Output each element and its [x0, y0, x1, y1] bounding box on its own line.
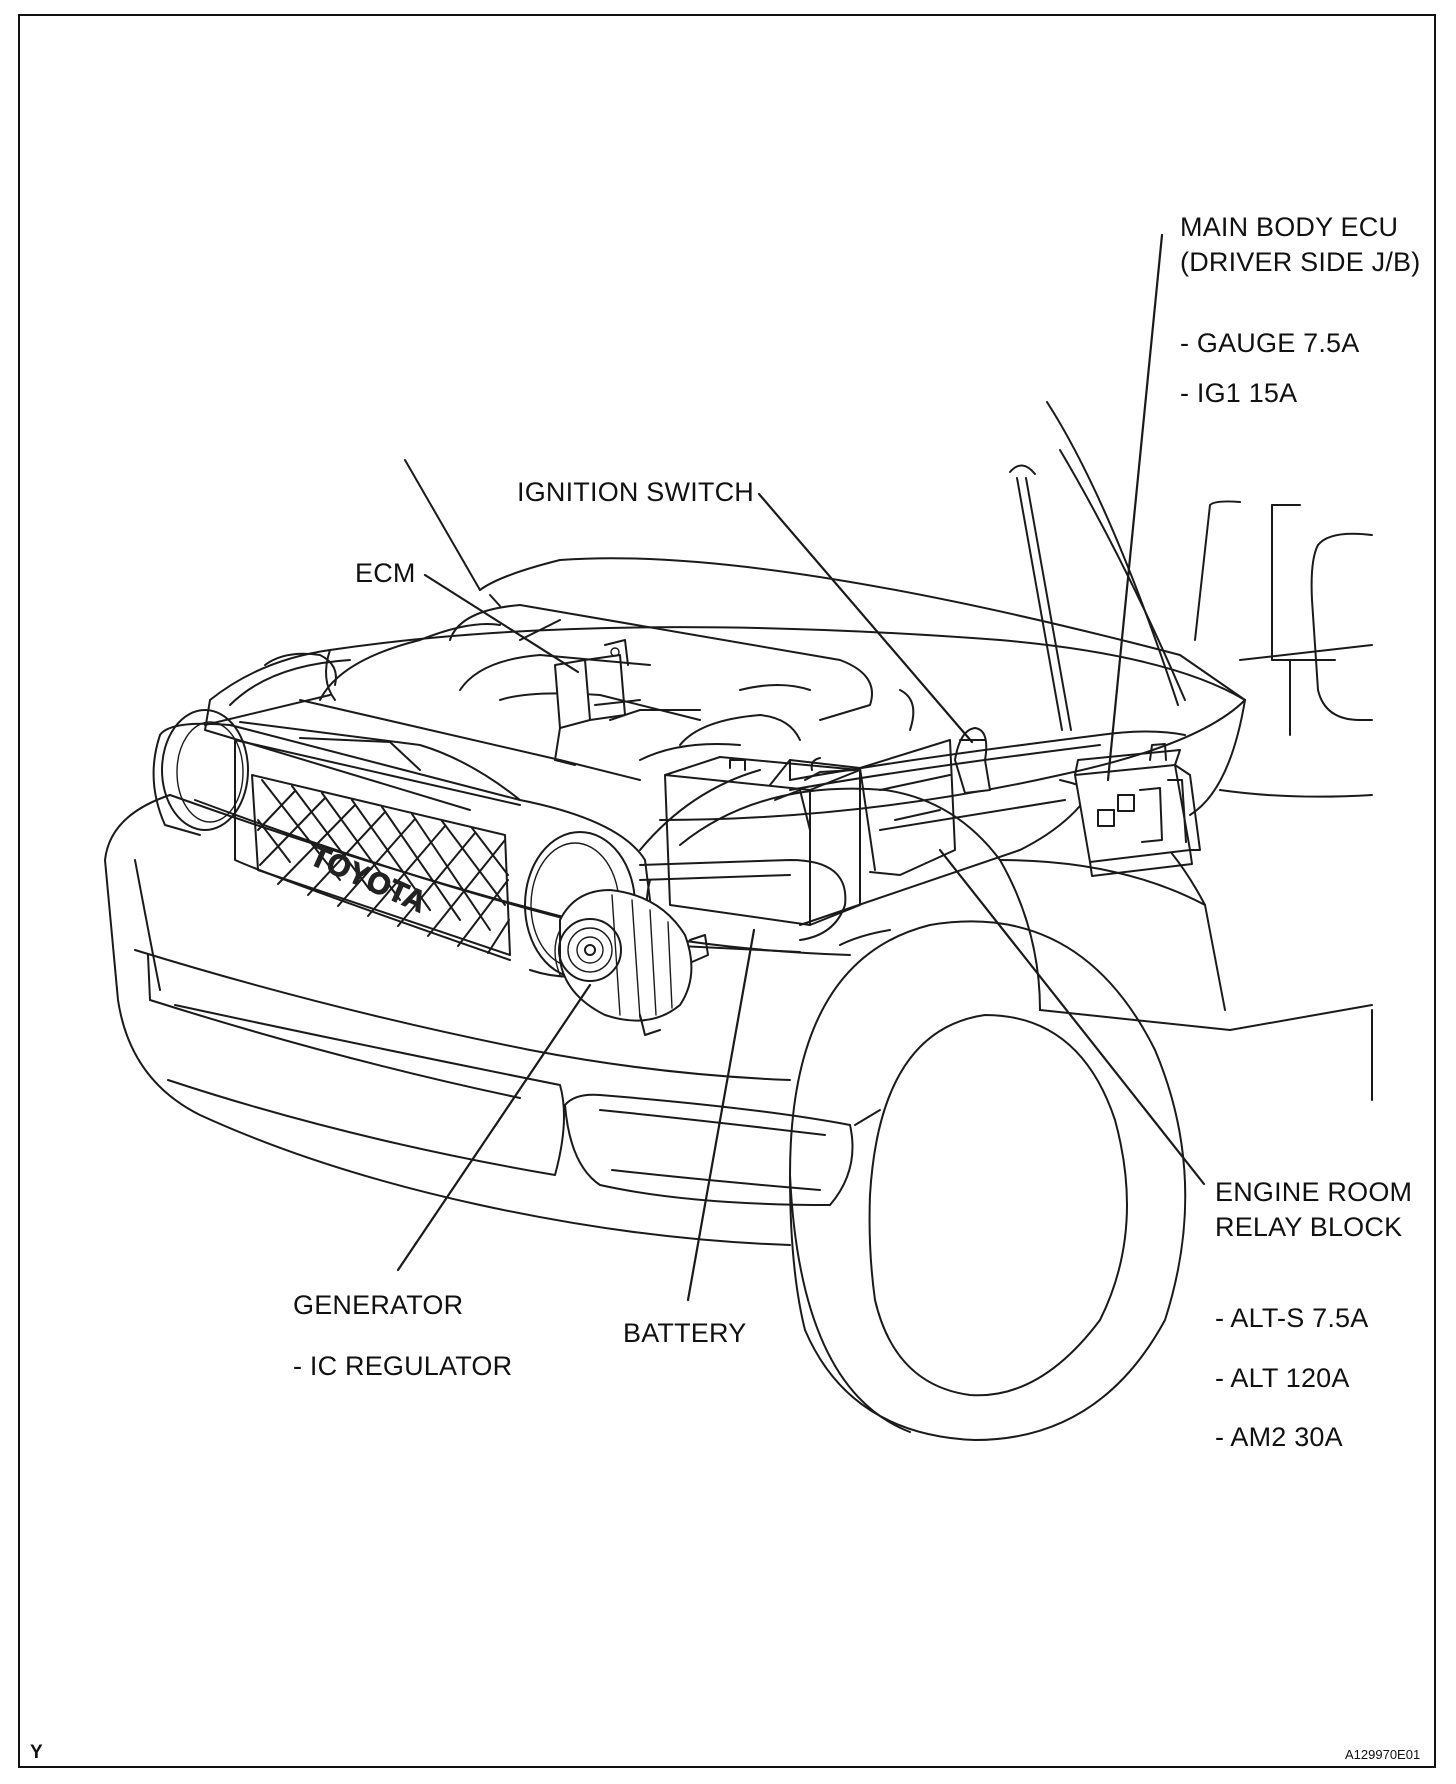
- engine-bay: [264, 604, 915, 766]
- leader-battery: [686, 928, 756, 1302]
- label-gauge-fuse: - GAUGE 7.5A: [1180, 328, 1360, 358]
- hood-outline: [404, 401, 1246, 731]
- leader-engine-room-relay-block: [938, 848, 1206, 1186]
- leader-lines: [396, 233, 1206, 1302]
- label-driver-side-jb: (DRIVER SIDE J/B): [1180, 247, 1421, 277]
- leader-ignition-switch: [757, 492, 974, 744]
- generator: [554, 889, 709, 1036]
- front-wheel: [789, 920, 1187, 1441]
- leader-generator: [396, 983, 592, 1272]
- battery-and-relay-block: [664, 727, 991, 926]
- label-ignition-switch: IGNITION SWITCH: [517, 477, 754, 507]
- corner-mark: Y: [30, 1742, 43, 1763]
- label-alt-fuse: - ALT 120A: [1215, 1363, 1350, 1393]
- diagram-frame: [18, 14, 1436, 1768]
- label-alt-s-fuse: - ALT-S 7.5A: [1215, 1303, 1369, 1333]
- label-ecm: ECM: [355, 558, 416, 588]
- front-grille: [152, 694, 651, 979]
- label-am2-fuse: - AM2 30A: [1215, 1422, 1343, 1452]
- figure-code: A129970E01: [1345, 1747, 1421, 1762]
- label-engine-room: ENGINE ROOM: [1215, 1177, 1413, 1207]
- label-ig1-fuse: - IG1 15A: [1180, 378, 1298, 408]
- label-generator: GENERATOR: [293, 1290, 464, 1320]
- label-main-body-ecu: MAIN BODY ECU: [1180, 212, 1399, 242]
- label-ic-regulator: - IC REGULATOR: [293, 1351, 513, 1381]
- label-relay-block: RELAY BLOCK: [1215, 1212, 1403, 1242]
- leader-ecm: [423, 573, 580, 674]
- label-battery: BATTERY: [623, 1318, 747, 1348]
- front-bumper: [104, 794, 881, 1246]
- main-body-ecu-box: [1074, 743, 1201, 877]
- cab-outline: [1194, 500, 1373, 1101]
- leader-main-body-ecu: [1106, 233, 1164, 782]
